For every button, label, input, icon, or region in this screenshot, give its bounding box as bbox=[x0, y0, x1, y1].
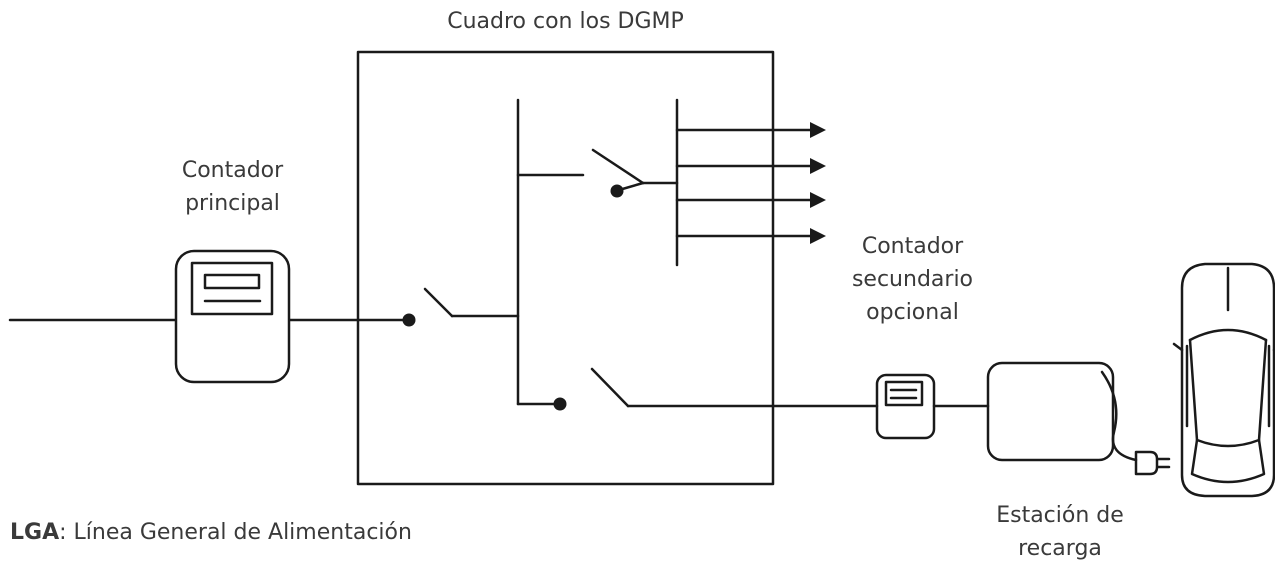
output-arrowhead bbox=[810, 228, 826, 244]
charging-station-icon bbox=[986, 361, 1138, 462]
main-meter-label: Contador principal bbox=[181, 158, 284, 216]
output-arrowhead bbox=[810, 192, 826, 208]
output-arrowhead bbox=[810, 122, 826, 138]
main-meter-icon bbox=[174, 249, 291, 384]
car-icon bbox=[1172, 262, 1275, 498]
legend-abbreviation: LGA bbox=[10, 520, 60, 545]
secondary-meter-label: Contador secundario opcional bbox=[851, 234, 974, 325]
charging-station-label: Estación de recarga bbox=[996, 503, 1124, 561]
panel-title: Cuadro con los DGMP bbox=[447, 9, 684, 34]
main-switch-contact bbox=[402, 313, 416, 327]
legend-text: : Línea General de Alimentación bbox=[59, 520, 412, 545]
legend: LGA: Línea General de Alimentación bbox=[10, 520, 412, 545]
plug-icon bbox=[1134, 450, 1171, 476]
ev-switch bbox=[590, 367, 879, 408]
ev-switch-contact bbox=[553, 397, 567, 411]
upper-switch-contact bbox=[610, 184, 624, 198]
main-switch bbox=[423, 287, 520, 318]
upper-switch bbox=[591, 148, 679, 192]
output-arrowhead bbox=[810, 158, 826, 174]
dgmp-panel bbox=[356, 50, 775, 486]
secondary-meter-icon bbox=[875, 373, 936, 440]
